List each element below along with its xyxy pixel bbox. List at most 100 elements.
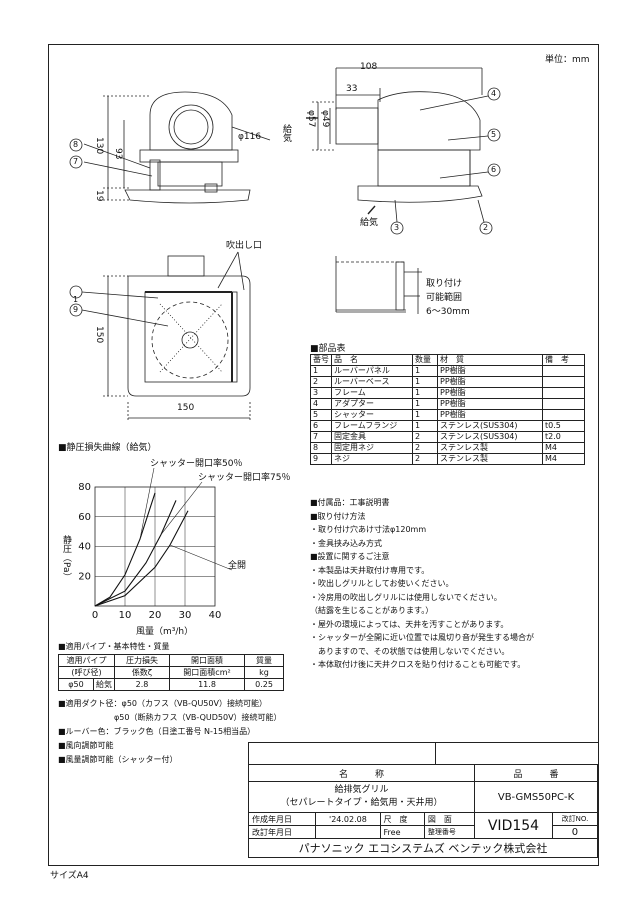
mount-range-1: 取り付け (426, 279, 463, 289)
series-line (94, 500, 177, 607)
callout-1: 1 (73, 295, 79, 304)
note-line: ■付属品：工事説明書 (310, 498, 390, 507)
callout-5: 5 (491, 130, 497, 139)
callout-7: 7 (73, 157, 79, 166)
dim-93: 93 (113, 148, 123, 160)
side-view (306, 67, 501, 235)
note-line: ■風量調節可能（シャッター付） (58, 755, 178, 764)
series-leader-line (169, 544, 233, 571)
mount-detail (335, 256, 422, 314)
product-subtitle: （セパレートタイプ・給気用・天井用） (280, 798, 443, 808)
chart-title: ■静圧損失曲線（給気） (58, 443, 157, 453)
extra-notes: ■適用ダクト径：φ50（カフス（VB-QU50V）接続可能） φ50（断熱カフス… (58, 697, 282, 767)
dim-19: 19 (94, 190, 104, 202)
spec-table: 適用パイプ 圧力損失 開口面積 質量 (呼び径) 係数ζ 開口面積cm² kg … (58, 654, 284, 691)
cell: 0.25 (244, 678, 284, 691)
cell: ネジ (331, 453, 413, 465)
note-line: ・本体取付け後に天井クロスを貼り付けることも可能です。 (310, 660, 526, 669)
cell: 2.8 (114, 678, 170, 691)
label-supply-side: 給気 (281, 124, 291, 142)
cell: φ50 (58, 678, 94, 691)
spec-header: 質量 (244, 654, 284, 667)
x-tick-label: 20 (149, 610, 162, 621)
note-line: ・取り付け穴あけ寸法φ120mm (310, 525, 427, 534)
cell: ステンレス製 (437, 453, 543, 465)
callout-9: 9 (73, 305, 79, 314)
dim-108: 108 (360, 62, 378, 72)
callout-2: 2 (483, 223, 489, 232)
spec-header: 係数ζ (114, 666, 170, 679)
note-line: ■設置に関するご注意 (310, 552, 390, 561)
note-line: ■取り付け方法 (310, 511, 366, 521)
callout-3: 3 (394, 223, 400, 232)
dim-phi116: φ116 (238, 132, 262, 142)
mount-range-3: 6〜30mm (426, 307, 470, 317)
spec-header: (呼び径) (58, 666, 115, 679)
y-tick-label: 60 (78, 512, 91, 523)
unit-label: 単位：mm (545, 55, 590, 65)
dim-33: 33 (346, 84, 358, 94)
x-tick-label: 30 (179, 610, 192, 621)
spec-header: kg (244, 666, 284, 679)
document-number: VID154 (474, 812, 553, 839)
series-label: 全開 (228, 559, 246, 571)
notes-block: ■付属品：工事説明書 ■取り付け方法 ・取り付け穴あけ寸法φ120mm ・金具挟… (310, 496, 534, 672)
note-line: ・シャッターが全開に近い位置では風切り音が発生する場合が (310, 633, 534, 642)
dim-130: 130 (94, 137, 104, 155)
title-block-name: 給排気グリル （セパレートタイプ・給気用・天井用） (247, 781, 476, 813)
y-tick-label: 20 (78, 571, 91, 582)
series-line (94, 510, 189, 607)
callout-6: 6 (491, 165, 497, 174)
table-row: φ50 給気 2.8 11.8 0.25 (58, 678, 284, 691)
front-view (69, 91, 271, 204)
label-supply-bottom: 給気 (360, 218, 379, 228)
callout-8: 8 (73, 140, 79, 149)
created-date: '24.02.08 (315, 812, 381, 826)
note-line: ありますので、その状態では使用しないでください。 (310, 646, 510, 656)
spec-header: 開口面積cm² (169, 666, 245, 679)
callout-4: 4 (491, 89, 497, 98)
note-line: ■風向調節可能 (58, 741, 114, 750)
spec-header: 圧力損失 (114, 654, 170, 667)
x-tick-label: 0 (92, 610, 98, 621)
spec-title: ■適用パイプ・基本特性・質量 (58, 642, 170, 651)
series-line (94, 492, 156, 607)
note-line: ・屋外の環境によっては、天井を汚すことがあります。 (310, 619, 509, 629)
dim-phi49: φ49 (320, 110, 330, 128)
note-line: ・金具挟み込み方式 (310, 538, 382, 548)
cell: 11.8 (169, 678, 245, 691)
title-block: 名 称 品 番 給排気グリル （セパレートタイプ・給気用・天井用） VB-GMS… (247, 764, 599, 858)
drawing-frame (48, 44, 599, 866)
revision-number: 0 (551, 825, 599, 839)
cell: 給気 (93, 678, 115, 691)
dim-150-vertical: 150 (94, 326, 104, 344)
drawing-label: 図 面 (423, 812, 476, 826)
chart-xlabel: 風量（m³/h） (136, 627, 194, 637)
series-leader-line (160, 481, 203, 535)
note-line: ・吹出しグリルとしてお使いください。 (310, 579, 454, 588)
management-label: 整理番号 (423, 825, 476, 839)
x-tick-label: 10 (119, 610, 132, 621)
spec-header: 開口面積 (169, 654, 245, 667)
scale-value: Free (379, 825, 425, 839)
revised-date (315, 825, 381, 839)
spec-header-row: 適用パイプ 圧力損失 開口面積 質量 (58, 654, 284, 667)
note-line: ・冷房用の吹出しグリルには使用しないでください。 (310, 592, 502, 602)
title-block-model-header: 品 番 (474, 764, 598, 782)
note-line: ■適用ダクト径：φ50（カフス（VB-QU50V）接続可能） (58, 699, 267, 708)
y-tick-label: 80 (78, 482, 91, 493)
paper-size: サイズA4 (50, 871, 89, 881)
parts-title: ■部品表 (310, 344, 346, 354)
chart-ylabel: 静圧（Pa） (61, 535, 71, 582)
note-line: ■ルーバー色：ブラック色（日塗工番号 N-15相当品） (58, 727, 256, 736)
series-leader-line (139, 467, 155, 540)
note-line: φ50（断熱カフス（VB-QUD50V）接続可能） (58, 713, 282, 722)
spec-header-row: (呼び径) 係数ζ 開口面積cm² kg (58, 666, 284, 679)
mount-range-2: 可能範囲 (426, 293, 463, 303)
title-block-spacer (248, 742, 598, 765)
